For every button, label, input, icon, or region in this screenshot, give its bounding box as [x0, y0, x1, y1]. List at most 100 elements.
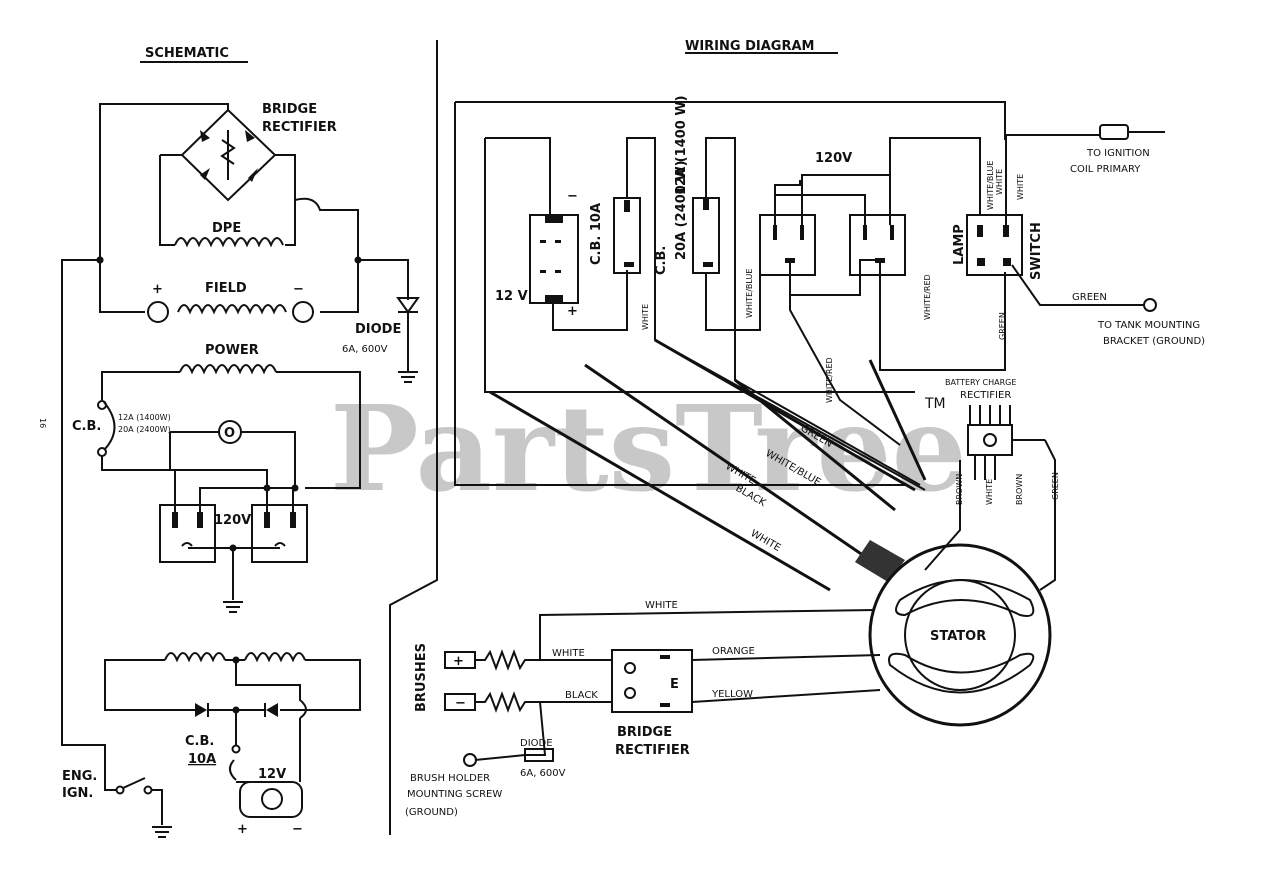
to-ignition-label-1: TO IGNITION [1086, 148, 1150, 159]
wire [552, 270, 628, 331]
cb-label: C.B. [72, 419, 101, 434]
wire [276, 371, 361, 489]
wire [101, 456, 170, 471]
wire [99, 103, 229, 313]
cable-wire [734, 378, 896, 512]
section-divider [389, 40, 438, 835]
wire [294, 197, 359, 313]
outlet-12v-label: 12V [258, 767, 286, 782]
stator-label: STATOR [930, 629, 986, 644]
green-rectifier-label: GREEN [1051, 472, 1060, 500]
charge-coil-right [244, 652, 306, 663]
white-top-label: WHITE [645, 600, 678, 611]
brush-holder-label-3: (GROUND) [405, 807, 458, 818]
ground-icon [152, 826, 172, 838]
dpe-label: DPE [212, 221, 241, 236]
brown-label-1: BROWN [955, 474, 964, 505]
green-ground-label: GREEN [1072, 292, 1107, 303]
field-minus: − [293, 282, 304, 297]
brush-minus-sign: − [455, 696, 466, 711]
lamp-symbol: O [224, 426, 235, 441]
bridge-rectifier-symbol [180, 108, 277, 202]
rectifier-leads [974, 455, 996, 480]
white-brush-label: WHITE [552, 648, 585, 659]
schematic-title: SCHEMATIC [145, 46, 229, 61]
cb-rating-2: 20A (2400W) [118, 425, 171, 434]
wire [774, 194, 866, 225]
outlet-12v [239, 781, 303, 818]
schematic-section: SCHEMATIC BRIDGE RECTIFIER DPE FIELD + [38, 46, 420, 838]
wire [879, 263, 1006, 371]
wire [170, 469, 295, 512]
wire [358, 259, 409, 300]
white-red-label-1: WHITE/RED [825, 357, 834, 403]
white-red-label-2: WHITE/RED [923, 274, 932, 320]
wire [889, 137, 981, 215]
outlet-120v-panel-right [849, 214, 906, 276]
outlet-12v-panel-minus: − [567, 189, 578, 204]
white-switch-label-1: WHITE [995, 169, 1004, 195]
field-terminal-minus [292, 301, 314, 323]
wire [789, 259, 878, 296]
charge-coil-left [164, 652, 226, 663]
cb12a-label: C.B. [654, 246, 669, 275]
wire [275, 154, 296, 246]
bridge-rectifier-label-1: BRIDGE [262, 102, 317, 117]
watermark: PartsTree [330, 379, 967, 518]
brush-holder-label-2: MOUNTING SCREW [407, 789, 502, 800]
white-switch-label-2: WHITE [1016, 174, 1025, 200]
stator-outer [868, 543, 1052, 727]
to-ignition-label-2: COIL PRIMARY [1070, 164, 1141, 175]
brush-spring-minus [475, 691, 540, 713]
wire-green-ground [1011, 264, 1145, 306]
field-plus: + [152, 282, 163, 297]
wire-green [1039, 439, 1056, 591]
white-blue-label: WHITE/BLUE [745, 269, 754, 318]
wire [61, 259, 117, 791]
power-label: POWER [205, 343, 259, 358]
wire [235, 660, 307, 719]
ignition-connector [1099, 124, 1129, 140]
field-coil [177, 304, 287, 315]
side-mark: 16 [38, 418, 47, 428]
orange-label: ORANGE [712, 646, 755, 657]
wire [159, 154, 182, 246]
wire [789, 275, 901, 446]
wire [801, 174, 891, 225]
tank-label-1: TO TANK MOUNTING [1097, 320, 1200, 331]
ground-screw-icon [1143, 298, 1157, 312]
wire [525, 701, 547, 756]
cb-10a-label-2: 10A [188, 752, 216, 767]
white-rectifier-label: WHITE [985, 479, 994, 505]
battery-rectifier-body [967, 424, 1013, 456]
diode-panel-rating: 6A, 600V [520, 768, 566, 779]
stator-slot-bottom [888, 652, 1035, 694]
green-switch-label: GREEN [998, 312, 1007, 340]
outlet-12v-panel-plus: + [567, 304, 578, 319]
brown-label-2: BROWN [1015, 474, 1024, 505]
diode-symbol [396, 297, 420, 314]
wire [485, 137, 551, 215]
wire [474, 754, 526, 761]
lamp-label: LAMP [952, 224, 967, 265]
panel-frame [454, 101, 1006, 486]
eng-ign-label-2: IGN. [62, 786, 93, 801]
ground-icon [223, 601, 243, 613]
bridge-e-label: E [670, 677, 679, 692]
white-blue-switch-label: WHITE/BLUE [986, 161, 995, 210]
brush-holder-label-1: BRUSH HOLDER [410, 773, 490, 784]
cable-white2-label: WHITE [749, 528, 783, 554]
battery-rectifier-label-2: RECTIFIER [960, 390, 1011, 401]
cb12a-rating-1: 12A (1400 W) [674, 95, 689, 195]
cb12a-rating-2: 20A (2400 W) [674, 160, 689, 260]
bridge-rectifier-panel-label-1: BRIDGE [617, 725, 672, 740]
field-terminal-plus [147, 301, 169, 323]
outlet-120v-panel-label: 120V [815, 151, 852, 166]
wire-to-ignition [1005, 134, 1100, 225]
cable-wire [489, 390, 831, 592]
outlet-120v-label: 120V [214, 513, 251, 528]
wire [705, 137, 921, 486]
white-label-cb10: WHITE [641, 304, 650, 330]
outlet-12v-panel-label: 12 V [495, 289, 528, 304]
